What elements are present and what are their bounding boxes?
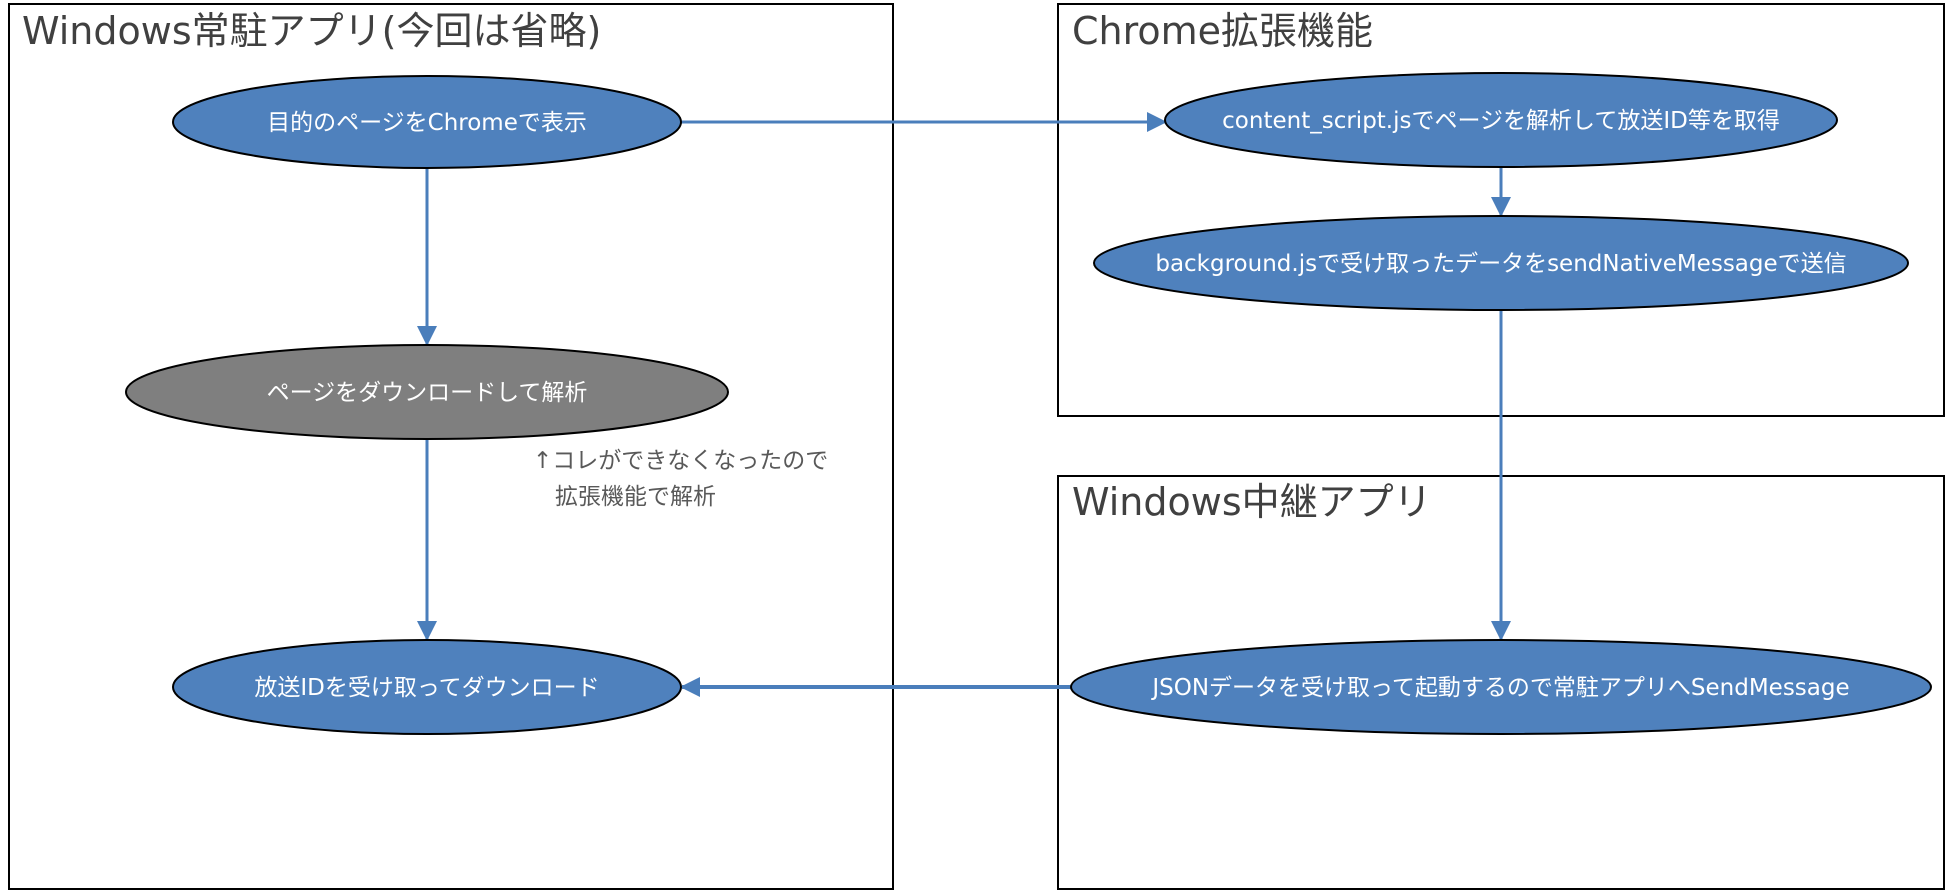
group-title: Windows中継アプリ xyxy=(1072,480,1432,524)
node-label: 放送IDを受け取ってダウンロード xyxy=(254,675,599,701)
note-line-2: 拡張機能で解析 xyxy=(555,484,716,510)
node-label: 目的のページをChromeで表示 xyxy=(267,110,587,136)
note-line-1: ↑コレができなくなったので xyxy=(533,448,828,474)
node-background: background.jsで受け取ったデータをsendNativeMessage… xyxy=(1093,215,1909,311)
node-download-parse: ページをダウンロードして解析 xyxy=(125,344,729,440)
node-receive-download: 放送IDを受け取ってダウンロード xyxy=(172,639,682,735)
node-content-script: content_script.jsでページを解析して放送ID等を取得 xyxy=(1164,72,1838,168)
node-label: background.jsで受け取ったデータをsendNativeMessage… xyxy=(1155,251,1846,277)
group-title: Chrome拡張機能 xyxy=(1072,9,1373,53)
annotation-note: ↑コレができなくなったので 拡張機能で解析 xyxy=(533,448,828,510)
node-label: JSONデータを受け取って起動するので常駐アプリへSendMessage xyxy=(1150,675,1849,701)
group-title: Windows常駐アプリ(今回は省略) xyxy=(22,9,601,53)
node-label: content_script.jsでページを解析して放送ID等を取得 xyxy=(1222,108,1780,134)
node-show-page: 目的のページをChromeで表示 xyxy=(172,75,682,169)
group-relay-app: Windows中継アプリ xyxy=(1057,475,1945,890)
node-label: ページをダウンロードして解析 xyxy=(267,380,588,406)
node-relay: JSONデータを受け取って起動するので常駐アプリへSendMessage xyxy=(1070,639,1932,735)
group-resident-app: Windows常駐アプリ(今回は省略) xyxy=(8,3,894,890)
